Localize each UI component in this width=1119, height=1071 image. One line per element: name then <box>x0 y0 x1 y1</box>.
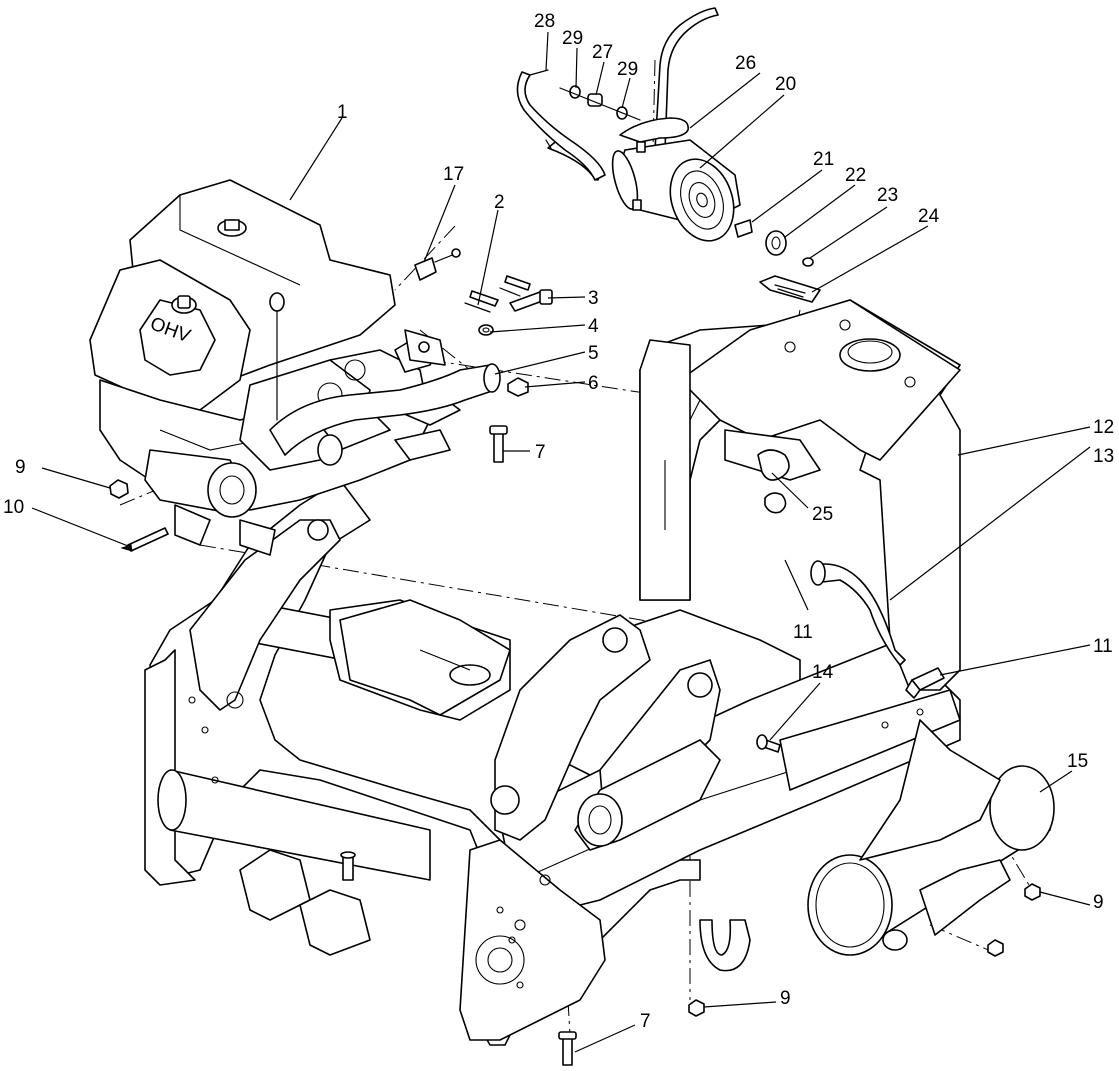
main-frame <box>144 299 961 1046</box>
hardware <box>109 248 1041 1066</box>
callout-9-bottom: 9 <box>780 988 791 1009</box>
callout-24: 24 <box>918 206 940 227</box>
callout-1: 1 <box>337 102 348 123</box>
callout-9-left: 9 <box>15 457 26 478</box>
callout-13: 13 <box>1093 446 1114 467</box>
callout-22: 22 <box>845 165 866 186</box>
callout-6: 6 <box>588 373 599 394</box>
engine: OHV <box>89 179 461 556</box>
callout-11-upper: 11 <box>793 622 813 643</box>
callout-25: 25 <box>812 504 833 525</box>
air-cleaner-assembly <box>516 7 821 303</box>
callout-14: 14 <box>812 662 834 683</box>
callout-4: 4 <box>588 316 599 337</box>
callout-29-left: 29 <box>562 28 583 49</box>
muffler <box>807 719 1055 956</box>
callout-28: 28 <box>534 11 555 32</box>
callout-9-right: 9 <box>1093 892 1104 913</box>
callout-21: 21 <box>813 149 834 170</box>
callout-12: 12 <box>1093 417 1114 438</box>
breather-hose <box>810 560 906 666</box>
callout-23: 23 <box>877 185 898 206</box>
callout-5: 5 <box>588 343 599 364</box>
leader-lines <box>31 31 1091 1053</box>
callout-7-upper: 7 <box>535 442 546 463</box>
callout-27: 27 <box>592 42 613 63</box>
callout-11-right: 11 <box>1093 636 1113 657</box>
callout-10: 10 <box>3 497 24 518</box>
callout-2: 2 <box>494 192 505 213</box>
callout-26: 26 <box>735 53 756 74</box>
callout-29-right: 29 <box>617 59 638 80</box>
exhaust-pipe <box>269 329 501 456</box>
callout-labels: 1 2 3 4 5 6 7 7 9 9 9 10 11 11 12 13 14 … <box>3 11 1114 1032</box>
callout-20: 20 <box>775 74 796 95</box>
callout-3: 3 <box>588 288 599 309</box>
callout-15: 15 <box>1067 751 1088 772</box>
callout-7-lower: 7 <box>640 1011 651 1032</box>
callout-17: 17 <box>443 164 464 185</box>
